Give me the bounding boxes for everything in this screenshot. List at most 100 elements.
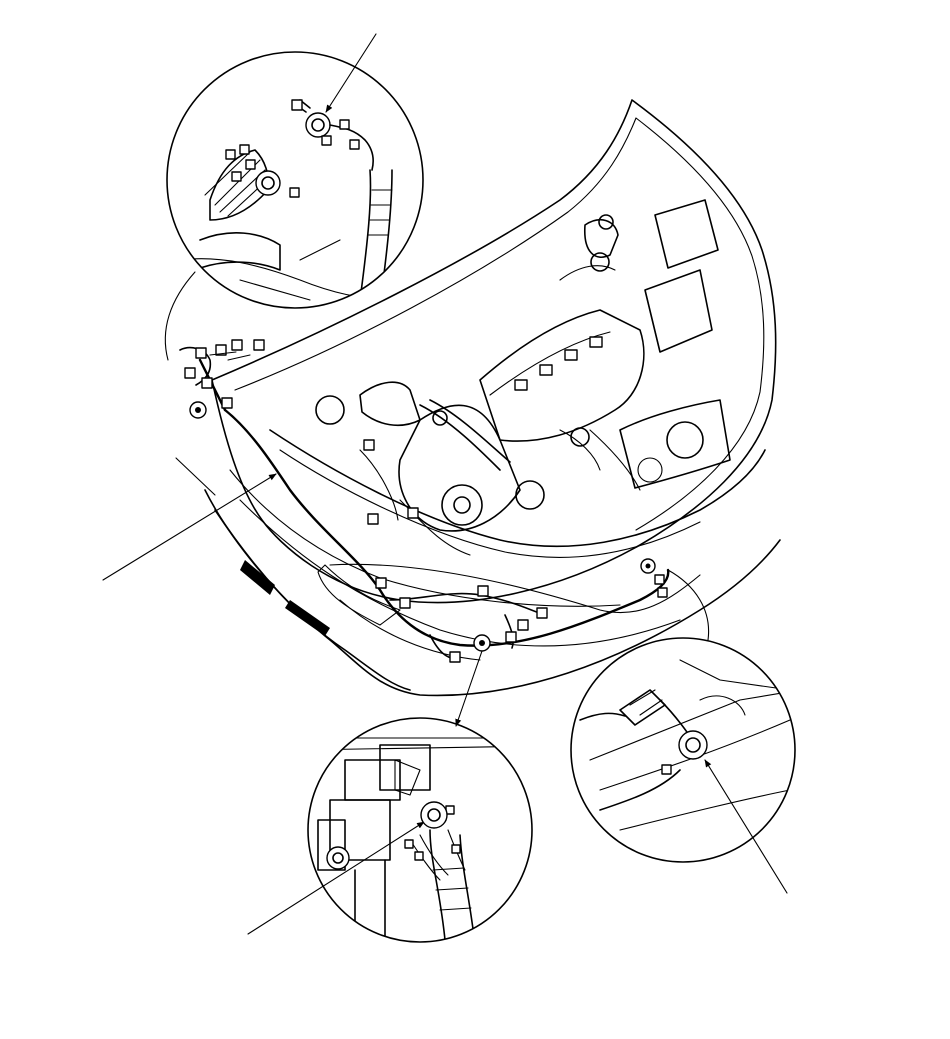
- bc-conn-3: [451, 844, 461, 854]
- ignition-coil-4: [589, 336, 603, 348]
- left-harness-wires: [209, 351, 251, 361]
- line-c: [559, 429, 601, 471]
- ground-point-left-dot: [195, 407, 201, 413]
- connector-e3: [407, 507, 419, 519]
- line-a: [559, 265, 616, 281]
- harness-connector-5: [517, 619, 529, 631]
- sensor-round-3: [590, 252, 610, 272]
- r-body-line-3: [679, 659, 791, 691]
- bc-block-3: [317, 819, 346, 871]
- ignition-coil-3: [564, 349, 578, 361]
- tl-ground-terminal-upper: [305, 112, 331, 138]
- detail-circle-top-left: [166, 51, 424, 309]
- harness-main: [223, 408, 670, 647]
- r-grommet: [619, 689, 666, 726]
- bc-ground-bolt-inner: [332, 852, 344, 864]
- fascia-line: [229, 469, 621, 607]
- sensor-round-2: [432, 410, 448, 426]
- harness-connector-6: [449, 651, 461, 663]
- radiator-fan: [666, 421, 704, 459]
- left-connector-6: [201, 377, 213, 389]
- r-wire-top: [579, 712, 626, 721]
- tl-conn-4: [231, 171, 242, 182]
- alternator-pulley: [515, 480, 545, 510]
- ignition-coil-2: [539, 364, 553, 376]
- left-connector-5: [184, 367, 196, 379]
- pointer-left-harness: [102, 473, 277, 581]
- harness-connector-3: [477, 585, 489, 597]
- pointer-arrows: [102, 33, 788, 935]
- engine-block: [398, 404, 521, 532]
- radiator-support: [269, 429, 766, 548]
- valve-cover-rib: [489, 331, 611, 396]
- r-body-line-4: [619, 789, 791, 831]
- pointer-right-detail: [704, 759, 788, 894]
- callout-leaders: [164, 271, 710, 727]
- pointer-left-short: [175, 457, 216, 496]
- bc-ground-bolt: [326, 846, 350, 870]
- tl-harness-wires: [204, 151, 268, 217]
- strut-tower-left: [315, 395, 345, 425]
- front-harness: [223, 408, 670, 663]
- r-grommet-ribs: [629, 689, 663, 716]
- r-wire-lower: [599, 769, 681, 811]
- pointer-top-detail: [325, 33, 377, 113]
- r-ground-terminal: [678, 730, 708, 760]
- reservoir-cap: [598, 214, 614, 230]
- line-e: [359, 449, 399, 521]
- line-b: [399, 499, 471, 556]
- battery: [644, 269, 713, 353]
- radiator-cap: [637, 457, 663, 483]
- radiator: [619, 399, 731, 489]
- bc-harness-ribs: [432, 867, 472, 911]
- tl-ground-terminal-lower: [255, 170, 281, 196]
- fender-shadow-2: [285, 600, 330, 636]
- tl-body-line-2: [239, 239, 341, 301]
- tl-conn-5: [289, 187, 300, 198]
- detail-circle-bottom-center-border: [307, 717, 533, 943]
- sensor-round: [570, 427, 590, 447]
- tl-pipe: [199, 232, 281, 271]
- tl-conn-2: [239, 144, 250, 155]
- bc-block-1: [344, 759, 401, 801]
- left-harness-cluster: [179, 339, 265, 419]
- vehicle-body: [204, 99, 781, 697]
- left-connector-1: [195, 347, 207, 359]
- hood-outline: [211, 99, 777, 604]
- tl-conn-1: [225, 149, 236, 160]
- valve-cover: [479, 309, 645, 442]
- air-intake: [359, 381, 421, 427]
- crank-pulley: [441, 484, 483, 526]
- harness-connector-9: [657, 587, 668, 598]
- fuse-box: [654, 199, 719, 269]
- tl-conn-8: [321, 135, 332, 146]
- bc-ground-terminal: [420, 801, 448, 829]
- tl-ground-tab-rect: [291, 99, 303, 111]
- grille-line: [329, 563, 701, 614]
- tl-ground-terminal-lower-inner: [261, 176, 275, 190]
- line-d: [589, 429, 641, 491]
- detail-circle-bottom-center: [307, 717, 533, 943]
- fender-shadow: [240, 560, 275, 595]
- bumper-lower: [214, 509, 411, 691]
- r-conn-1: [661, 764, 672, 775]
- left-connector-7: [221, 397, 233, 409]
- crank-pulley-hub: [453, 496, 471, 514]
- headlight-edge: [317, 564, 401, 626]
- harness-connector-2: [399, 597, 411, 609]
- pointer-bottom-detail: [247, 821, 425, 935]
- hood-inner-edge: [234, 117, 765, 531]
- intake-hose-2: [429, 399, 511, 463]
- engine-bay: [315, 199, 731, 556]
- bc-ground-terminal-inner: [427, 808, 441, 822]
- detail-circle-right-border: [570, 637, 796, 863]
- left-connector-3: [231, 339, 243, 351]
- bumper-outline: [204, 489, 781, 697]
- battery-edge: [644, 289, 661, 353]
- bc-conn-1: [404, 839, 414, 849]
- r-bracket: [699, 695, 746, 716]
- tl-ground-terminal-upper-inner: [311, 118, 325, 132]
- leader-bottom-center: [455, 650, 483, 727]
- bc-post: [354, 859, 386, 942]
